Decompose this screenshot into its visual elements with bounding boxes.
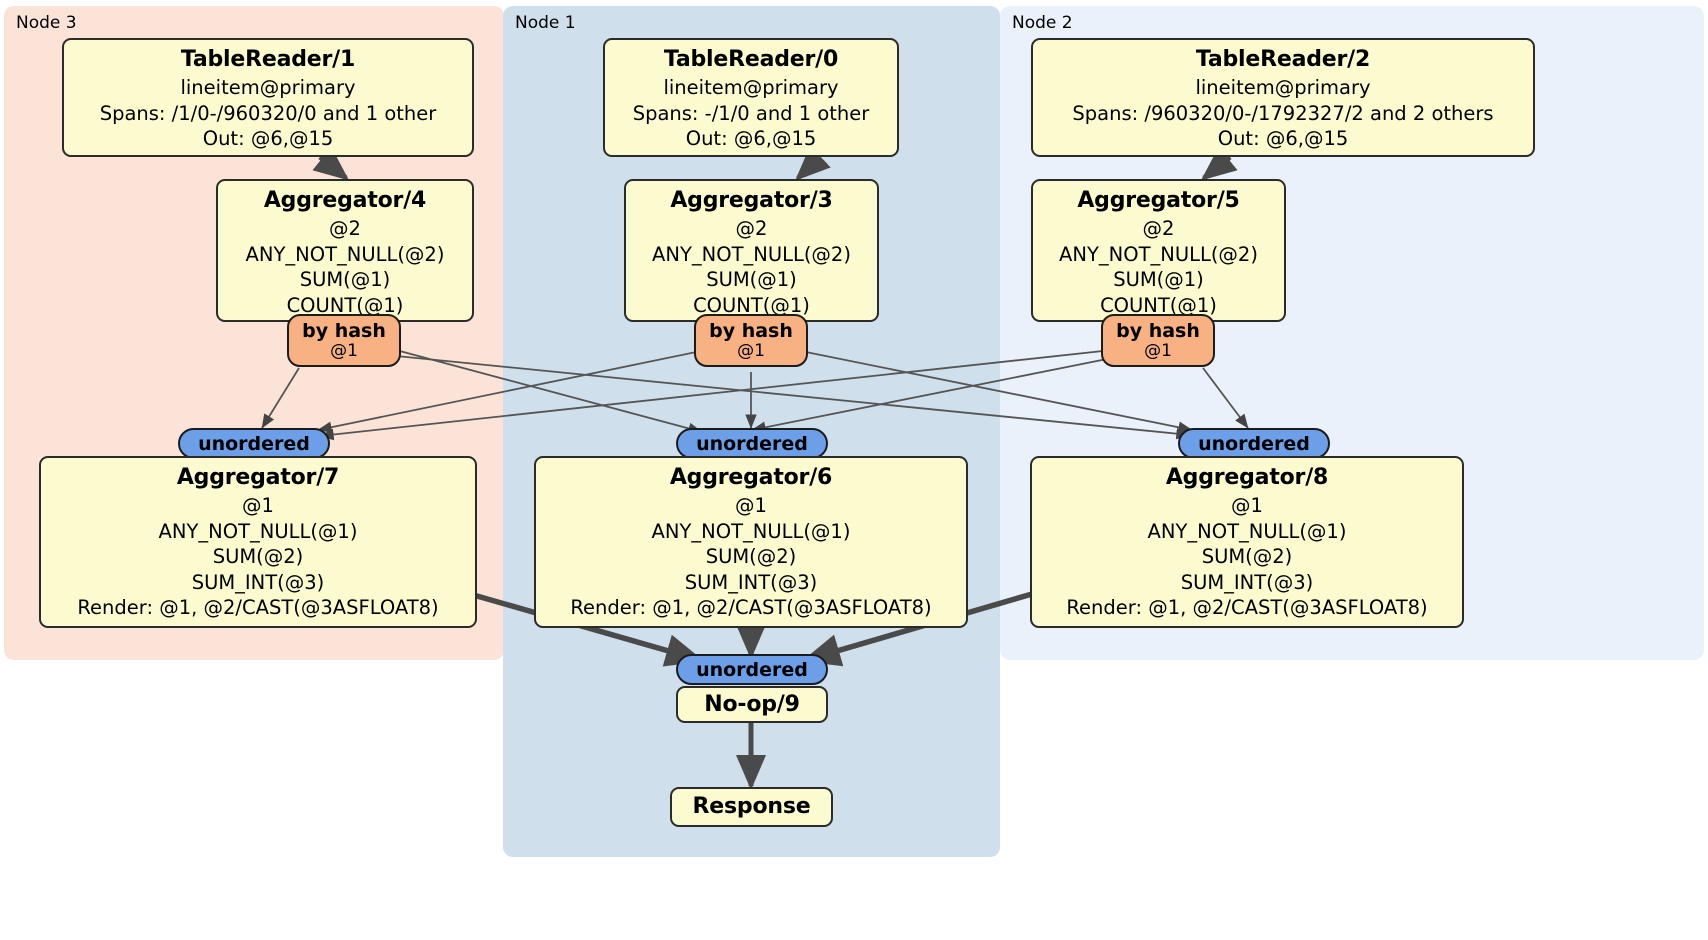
processor-aggregator-5[interactable]: Aggregator/5 @2 ANY_NOT_NULL(@2) SUM(@1)…	[1031, 179, 1286, 322]
router-by-hash-left[interactable]: by hash @1	[287, 314, 401, 367]
processor-title: Aggregator/7	[176, 465, 340, 490]
processor-detail-line: SUM(@2)	[705, 545, 797, 568]
processor-response[interactable]: Response	[670, 787, 833, 827]
router-label: by hash	[302, 319, 386, 342]
processor-render-line: Render: @1, @2/CAST(@3ASFLOAT8)	[77, 596, 439, 619]
router-by-hash-right[interactable]: by hash @1	[1101, 314, 1215, 367]
processor-detail-line: SUM(@1)	[706, 268, 797, 291]
router-column: @1	[330, 340, 358, 361]
processor-title: Aggregator/6	[669, 465, 833, 490]
processor-detail-line: ANY_NOT_NULL(@2)	[245, 242, 445, 266]
processor-detail-line: SUM_INT(@3)	[684, 570, 818, 594]
processor-detail-line: @2	[735, 217, 768, 240]
processor-tablereader-2[interactable]: TableReader/2 lineitem@primary Spans: /9…	[1031, 38, 1535, 157]
router-by-hash-center[interactable]: by hash @1	[694, 314, 808, 367]
synchronizer-label: unordered	[696, 658, 808, 681]
router-column: @1	[737, 340, 765, 361]
processor-detail-line: Spans: /1/0-/960320/0 and 1 other	[99, 101, 437, 125]
node-panel-label-node3: Node 3	[16, 13, 77, 33]
processor-detail-line: COUNT(@1)	[693, 293, 810, 317]
processor-detail-line: SUM_INT(@3)	[191, 570, 325, 594]
processor-title: Aggregator/4	[263, 188, 427, 213]
processor-detail-line: Out: @6,@15	[202, 127, 334, 150]
synchronizer-label: unordered	[696, 432, 808, 455]
processor-detail-line: SUM(@1)	[1113, 268, 1204, 291]
synchronizer-unordered-left[interactable]: unordered	[178, 428, 330, 459]
processor-detail-line: lineitem@primary	[663, 76, 839, 99]
processor-detail-line: COUNT(@1)	[1100, 293, 1217, 317]
processor-detail-line: COUNT(@1)	[286, 293, 404, 317]
processor-detail-line: SUM(@2)	[212, 545, 304, 568]
processor-title: Response	[692, 794, 811, 819]
node-panel-label-node1: Node 1	[515, 13, 576, 33]
synchronizer-unordered-center[interactable]: unordered	[676, 428, 828, 459]
processor-render-line: Render: @1, @2/CAST(@3ASFLOAT8)	[1066, 596, 1428, 619]
processor-detail-line: @1	[735, 494, 767, 517]
processor-aggregator-3[interactable]: Aggregator/3 @2 ANY_NOT_NULL(@2) SUM(@1)…	[624, 179, 879, 322]
processor-detail-line: @2	[1142, 217, 1175, 240]
processor-detail-line: Spans: -/1/0 and 1 other	[632, 101, 870, 125]
processor-title: TableReader/2	[1195, 47, 1371, 72]
processor-noop-9[interactable]: No-op/9	[676, 686, 828, 723]
processor-aggregator-4[interactable]: Aggregator/4 @2 ANY_NOT_NULL(@2) SUM(@1)…	[216, 179, 474, 322]
processor-render-line: Render: @1, @2/CAST(@3ASFLOAT8)	[570, 596, 932, 619]
processor-detail-line: ANY_NOT_NULL(@1)	[651, 519, 851, 543]
processor-detail-line: ANY_NOT_NULL(@1)	[158, 519, 358, 543]
processor-detail-line: ANY_NOT_NULL(@2)	[1059, 242, 1258, 266]
processor-detail-line: Out: @6,@15	[685, 127, 817, 150]
processor-detail-line: Spans: /960320/0-/1792327/2 and 2 others	[1072, 101, 1494, 125]
router-column: @1	[1144, 340, 1172, 361]
processor-detail-line: SUM_INT(@3)	[1180, 570, 1314, 594]
processor-aggregator-7[interactable]: Aggregator/7 @1 ANY_NOT_NULL(@1) SUM(@2)…	[39, 456, 477, 628]
processor-title: Aggregator/8	[1165, 465, 1329, 490]
processor-detail-line: ANY_NOT_NULL(@1)	[1147, 519, 1347, 543]
node-panel-label-node2: Node 2	[1012, 13, 1073, 33]
synchronizer-label: unordered	[198, 432, 310, 455]
synchronizer-unordered-final[interactable]: unordered	[676, 654, 828, 685]
router-label: by hash	[709, 319, 793, 342]
synchronizer-unordered-right[interactable]: unordered	[1178, 428, 1330, 459]
processor-detail-line: SUM(@2)	[1201, 545, 1293, 568]
processor-detail-line: @1	[1231, 494, 1263, 517]
processor-detail-line: @2	[329, 217, 361, 240]
processor-aggregator-6[interactable]: Aggregator/6 @1 ANY_NOT_NULL(@1) SUM(@2)…	[534, 456, 968, 628]
processor-title: No-op/9	[704, 692, 800, 717]
processor-detail-line: ANY_NOT_NULL(@2)	[652, 242, 851, 266]
processor-detail-line: @1	[242, 494, 274, 517]
processor-detail-line: lineitem@primary	[1195, 76, 1371, 99]
processor-title: TableReader/0	[663, 47, 839, 72]
processor-aggregator-8[interactable]: Aggregator/8 @1 ANY_NOT_NULL(@1) SUM(@2)…	[1030, 456, 1464, 628]
processor-tablereader-1[interactable]: TableReader/1 lineitem@primary Spans: /1…	[62, 38, 474, 157]
processor-title: TableReader/1	[180, 47, 356, 72]
synchronizer-label: unordered	[1198, 432, 1310, 455]
processor-tablereader-0[interactable]: TableReader/0 lineitem@primary Spans: -/…	[603, 38, 899, 157]
processor-title: Aggregator/5	[1077, 188, 1240, 213]
processor-detail-line: SUM(@1)	[299, 268, 391, 291]
processor-title: Aggregator/3	[670, 188, 833, 213]
router-label: by hash	[1116, 319, 1200, 342]
processor-detail-line: Out: @6,@15	[1217, 127, 1349, 150]
processor-detail-line: lineitem@primary	[180, 76, 356, 99]
